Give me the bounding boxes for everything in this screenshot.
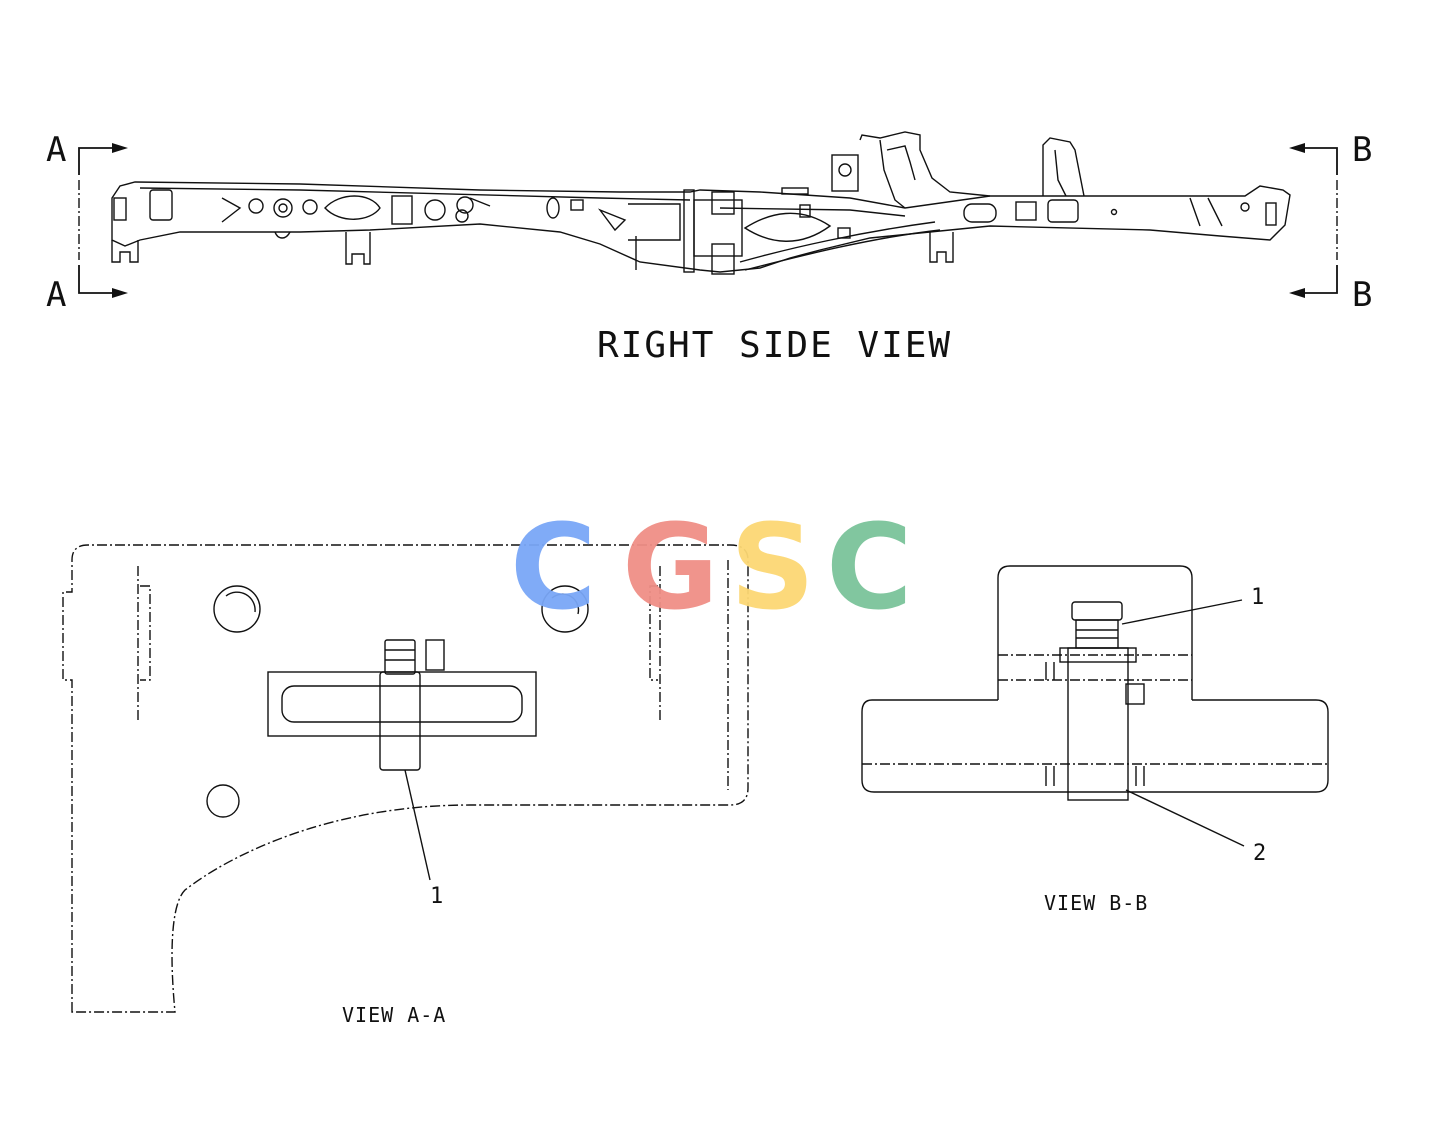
view-bb: 1 2 VIEW B-B <box>861 565 1329 915</box>
callout-bb-item-2: 2 <box>1253 841 1266 866</box>
watermark-letter-c2: C <box>826 498 913 636</box>
right-side-view: A A B B <box>46 130 1372 366</box>
watermark-letter-g: G <box>622 498 719 636</box>
frame-rail <box>111 131 1291 275</box>
watermark-letter-s: S <box>730 498 815 636</box>
section-label-b-top: B <box>1352 130 1372 170</box>
section-label-b-bottom: B <box>1352 275 1372 315</box>
right-side-view-title: RIGHT SIDE VIEW <box>597 325 952 366</box>
view-aa-title: VIEW A-A <box>342 1003 446 1027</box>
section-label-a-bottom: A <box>46 275 66 315</box>
section-marker-b: B B <box>1289 130 1372 315</box>
watermark-letter-c1: C <box>510 498 597 636</box>
callout-bb-item-1: 1 <box>1251 585 1264 610</box>
view-aa: 1 VIEW A-A <box>62 544 749 1027</box>
watermark-logo: C G S C <box>510 498 913 636</box>
callout-aa-item-1: 1 <box>430 884 443 909</box>
section-marker-a: A A <box>46 130 128 315</box>
section-label-a-top: A <box>46 130 66 170</box>
view-bb-title: VIEW B-B <box>1044 891 1148 915</box>
